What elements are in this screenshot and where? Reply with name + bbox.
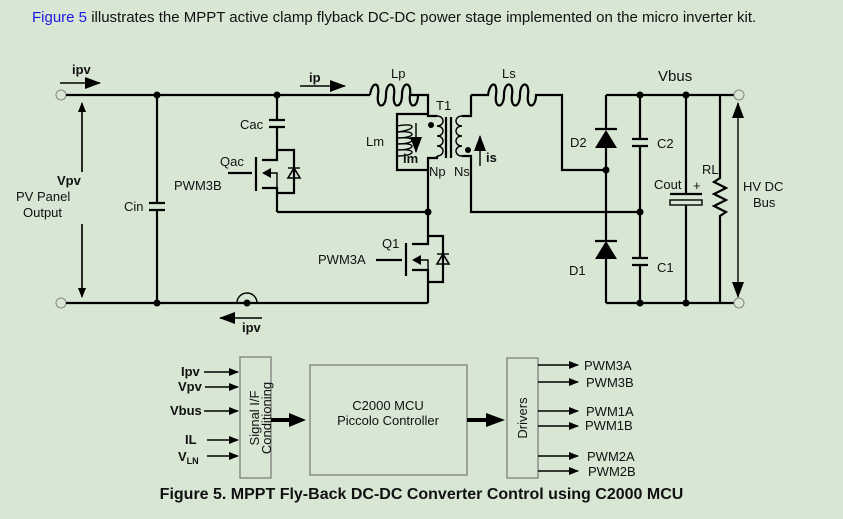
signal-if-label: Signal I/F [247, 390, 262, 445]
vpv-label: Vpv [57, 173, 82, 188]
np-label: Np [429, 164, 446, 179]
input-label-vpv: Vpv [178, 379, 203, 394]
capacitor-cout: Cout + [654, 91, 703, 307]
c2-label: C2 [657, 136, 674, 151]
output-label-pwm3a: PWM3A [584, 358, 632, 373]
ipv-top-label: ipv [72, 62, 92, 77]
drivers-block [506, 357, 539, 479]
hvdc-bus-label: Bus [753, 195, 776, 210]
output-label-pwm1a: PWM1A [586, 404, 634, 419]
magnetizing-inductor-lm: Lm im [366, 112, 428, 172]
intro-paragraph: Figure 5 illustrates the MPPT active cla… [32, 8, 832, 27]
inductor-lp: Lp [368, 66, 430, 114]
terminal-hvdc-negative [733, 297, 745, 309]
terminal-pv-positive [55, 89, 67, 101]
signal-to-mcu-arrow [289, 413, 306, 427]
qac-label: Qac [220, 154, 244, 169]
ls-label: Ls [502, 66, 516, 81]
d1-label: D1 [569, 263, 586, 278]
output-rails [606, 93, 736, 305]
terminal-pv-negative [55, 297, 67, 309]
lm-label: Lm [366, 134, 384, 149]
mcu-sub-label: Piccolo Controller [337, 413, 440, 428]
diode-d2: D2 [570, 95, 617, 174]
mcu-to-drivers-arrow [486, 413, 505, 427]
rl-label: RL [702, 162, 719, 177]
hvdc-label: HV DC [743, 179, 783, 194]
output-label-pwm2a: PWM2A [587, 449, 635, 464]
output-terminals [733, 89, 745, 309]
input-label-ipv: Ipv [181, 364, 201, 379]
resistor-rl: RL [702, 95, 729, 303]
figure-caption: Figure 5. MPPT Fly-Back DC-DC Converter … [159, 486, 684, 503]
cout-plus-label: + [693, 178, 701, 193]
ns-label: Ns [454, 164, 470, 179]
d2-label: D2 [570, 135, 587, 150]
current-sense-ipv: ipv [219, 292, 262, 335]
vbus-label: Vbus [658, 68, 692, 85]
mosfet-q1: Q1 PWM3A [318, 212, 451, 303]
mcu-label: C2000 MCU [352, 398, 424, 413]
pv-output-label: Output [23, 205, 62, 220]
active-clamp: Cac Qac PWM3B [174, 91, 432, 216]
input-label-vln: VLN [178, 449, 199, 466]
figure-link[interactable]: Figure 5 [32, 9, 88, 26]
t1-label: T1 [436, 98, 451, 113]
c1-label: C1 [657, 260, 674, 275]
capacitor-c1: C1 [632, 212, 674, 307]
is-label: is [486, 150, 497, 165]
pwm3a-label: PWM3A [318, 252, 366, 267]
output-label-pwm3b: PWM3B [586, 375, 634, 390]
capacitor-cin: Cin [124, 91, 165, 307]
cin-label: Cin [124, 199, 144, 214]
input-label-vbus: Vbus [170, 403, 202, 418]
transformer-t1: T1 Np Ns is [426, 95, 640, 214]
q1-label: Q1 [382, 236, 399, 251]
vpv-label-bg [40, 172, 112, 224]
drivers-label: Drivers [515, 397, 530, 439]
pv-panel-label: PV Panel [16, 189, 70, 204]
block-diagram: Ipv Vpv Vbus IL VLN Signal I/F Condition… [170, 356, 636, 479]
intro-text: illustrates the MPPT active clamp flybac… [87, 9, 757, 26]
output-label-pwm1b: PWM1B [585, 418, 633, 433]
cac-label: Cac [240, 117, 264, 132]
im-label: im [403, 151, 418, 166]
capacitor-c2: C2 [632, 91, 674, 216]
ip-label: ip [309, 70, 321, 85]
lp-label: Lp [391, 66, 405, 81]
terminal-hvdc-positive [733, 89, 745, 101]
pwm3b-label: PWM3B [174, 178, 222, 193]
diode-d1: D1 [569, 170, 617, 303]
ipv-bottom-label: ipv [242, 320, 262, 335]
output-label-pwm2b: PWM2B [588, 464, 636, 479]
signal-conditioning-block [239, 356, 272, 479]
conditioning-label: Conditioning [259, 382, 274, 454]
inductor-ls: Ls [471, 66, 606, 172]
input-label-il: IL [185, 432, 197, 447]
cout-label: Cout [654, 177, 682, 192]
